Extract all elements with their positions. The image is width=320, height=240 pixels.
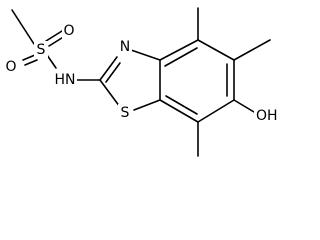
bond-c2-n3-a	[99, 56, 118, 81]
hydroxyl-label: OH	[256, 108, 278, 124]
bond-s1-c2	[99, 79, 121, 108]
sulfonyl-oxygen-upper-label: O	[63, 23, 74, 39]
bond-c3a-c4-inner	[164, 47, 198, 67]
bond-c6-oh	[233, 99, 255, 113]
bond-c7-c7a	[159, 99, 199, 123]
atom-labels: S O O HN N S OH	[3, 22, 281, 124]
bonds	[11, 7, 271, 157]
molecule-structure-diagram: S O O HN N S OH	[3, 7, 281, 157]
bond-methyl-sulfonyl	[11, 9, 35, 45]
bond-s-o-upper-a	[45, 30, 63, 42]
sulfonyl-oxygen-lower-label: O	[5, 59, 16, 75]
bond-c2-n3-b	[105, 62, 121, 83]
bond-c4-c5	[197, 39, 235, 61]
ring-sulfur-label: S	[121, 105, 130, 121]
bond-s-o-lower-b	[24, 59, 38, 66]
amide-nh-label: HN	[55, 72, 76, 88]
sulfonyl-sulfur-label: S	[37, 42, 46, 58]
bond-s-o-lower-a	[22, 54, 36, 61]
bond-n3-c3a	[130, 49, 161, 61]
bond-c7-c7a-inner	[165, 95, 198, 115]
bond-c5-methyl	[233, 39, 271, 61]
bond-s-nh	[46, 54, 57, 69]
ring-nitrogen-label: N	[120, 39, 130, 55]
bond-c3a-c4	[159, 39, 199, 61]
bond-c6-c7	[197, 99, 235, 123]
bond-c7a-s1	[133, 99, 161, 111]
